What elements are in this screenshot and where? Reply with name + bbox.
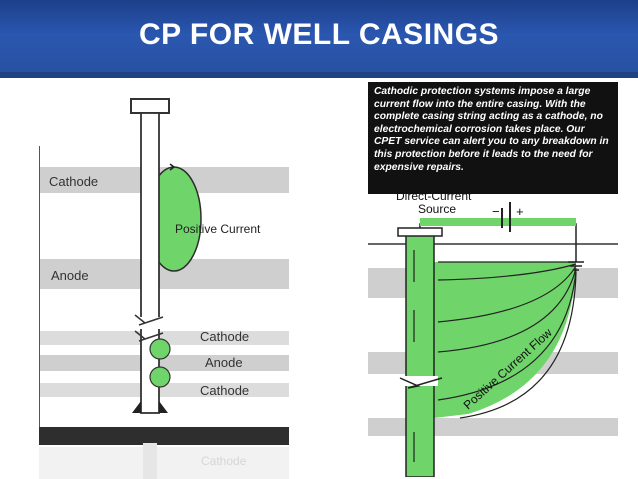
reflection-pipe bbox=[143, 443, 157, 479]
label-source-line2: Source bbox=[418, 202, 456, 216]
label-anode-top: Anode bbox=[51, 268, 89, 283]
slide-header: CP FOR WELL CASINGS bbox=[0, 0, 638, 78]
wellhead-cap bbox=[130, 98, 170, 114]
current-arrow-5 bbox=[437, 269, 577, 401]
small-current-loop-upper bbox=[149, 338, 171, 360]
left-well-diagram: Cathode Positive Current Anode Cathode A… bbox=[39, 91, 289, 479]
label-cathode-low: Cathode bbox=[200, 383, 249, 398]
label-cathode-reflection: Cathode bbox=[201, 454, 247, 468]
panel-reflection bbox=[39, 447, 289, 479]
right-wellhead bbox=[397, 227, 443, 237]
right-casing-pipe bbox=[405, 231, 435, 477]
loop-arrow-icon bbox=[169, 163, 175, 171]
panel-base-shadow bbox=[39, 427, 289, 445]
casing-shoe bbox=[132, 401, 168, 413]
label-plus: + bbox=[516, 204, 524, 219]
label-anode-low: Anode bbox=[205, 355, 243, 370]
current-arrows bbox=[437, 261, 577, 419]
slide-title: CP FOR WELL CASINGS bbox=[138, 18, 500, 51]
current-arrow-6 bbox=[459, 271, 577, 419]
label-cathode-mid: Cathode bbox=[200, 329, 249, 344]
casing-pipe bbox=[140, 112, 160, 414]
current-flow-area bbox=[434, 262, 576, 418]
label-minus: − bbox=[492, 204, 500, 219]
label-cathode-top: Cathode bbox=[49, 174, 98, 189]
stratum-band-cathode-low bbox=[39, 383, 289, 397]
label-source-line1: Direct-Current bbox=[396, 189, 472, 203]
stratum-band-cathode-mid bbox=[39, 331, 289, 345]
right-well-diagram: Direct-Current Source − + Positive Curre… bbox=[368, 82, 618, 477]
break-symbol-icon bbox=[134, 314, 164, 326]
right-break-symbol-icon bbox=[399, 377, 443, 389]
current-arrow-4 bbox=[437, 267, 577, 353]
small-current-loop-lower bbox=[149, 366, 171, 388]
current-arrow-2 bbox=[437, 263, 577, 281]
caption-box bbox=[368, 82, 618, 194]
break-symbol-icon-2 bbox=[134, 330, 164, 342]
label-positive-current: Positive Current bbox=[175, 222, 261, 236]
source-wire-fill bbox=[420, 218, 576, 226]
stratum-band-anode-low bbox=[39, 355, 289, 371]
cpet-caption: Cathodic protection systems impose a lar… bbox=[374, 86, 609, 173]
ground-bed-icon bbox=[568, 261, 584, 271]
right-casing-break bbox=[402, 376, 438, 386]
header-shadow bbox=[0, 72, 638, 78]
current-arrow-3 bbox=[437, 265, 577, 323]
